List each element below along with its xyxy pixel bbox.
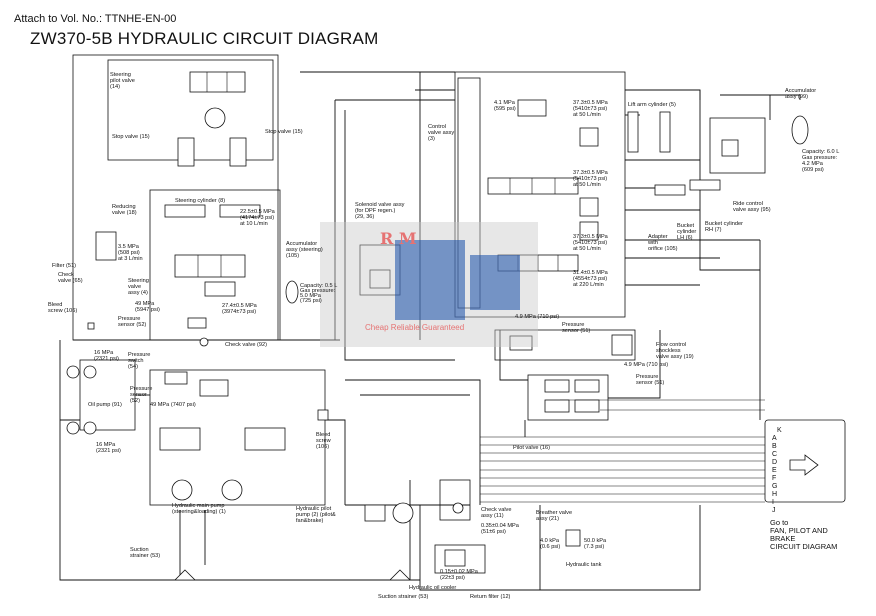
connector-letter: F xyxy=(772,475,776,482)
svg-text:Solenoid valve assy(for DPF re: Solenoid valve assy(for DPF regen.)(29, … xyxy=(355,202,405,220)
connector-letter: C xyxy=(772,451,777,458)
svg-text:Hydraulic main pump(steering&l: Hydraulic main pump(steering&loading) (1… xyxy=(172,503,226,515)
svg-text:4.0 kPa(0.6 psi): 4.0 kPa(0.6 psi) xyxy=(540,538,560,550)
svg-text:Check valve (92): Check valve (92) xyxy=(225,342,267,348)
svg-text:Stop valve (15): Stop valve (15) xyxy=(112,134,150,140)
svg-text:Hydraulic oil cooler: Hydraulic oil cooler xyxy=(409,585,456,591)
svg-text:3.5 MPa(508 psi)at 3 L/min: 3.5 MPa(508 psi)at 3 L/min xyxy=(118,244,143,262)
svg-text:27.4±0.5 MPa(3974±73 psi): 27.4±0.5 MPa(3974±73 psi) xyxy=(222,303,258,315)
svg-text:37.3±0.5 MPa(5410±73 psi)at 50: 37.3±0.5 MPa(5410±73 psi)at 50 L/min xyxy=(573,170,609,188)
svg-text:22.5±0.5 MPa(4174±73 psi)at 10: 22.5±0.5 MPa(4174±73 psi)at 10 L/min xyxy=(240,209,276,227)
watermark-letters: R M xyxy=(380,229,417,248)
svg-text:4.1 MPa(595 psi): 4.1 MPa(595 psi) xyxy=(494,100,516,112)
connector-letter: G xyxy=(772,483,777,490)
svg-text:Filter (51): Filter (51) xyxy=(52,263,76,269)
connector-letter: H xyxy=(772,491,777,498)
connector-letter: A xyxy=(772,435,777,442)
svg-text:0.35±0.04 MPa(51±6 psi): 0.35±0.04 MPa(51±6 psi) xyxy=(481,523,520,535)
svg-text:Lift arm cylinder (5): Lift arm cylinder (5) xyxy=(628,102,676,108)
connector-letter: I xyxy=(772,499,774,506)
connector-letter: B xyxy=(772,443,777,450)
svg-text:Hydraulic tank: Hydraulic tank xyxy=(566,562,602,568)
circuit-lines xyxy=(59,54,801,591)
svg-text:16 MPa(2321 psi): 16 MPa(2321 psi) xyxy=(96,442,121,454)
watermark-tagline: Cheap Reliable Guaranteed xyxy=(365,323,464,332)
watermark: R M Cheap Reliable Guaranteed xyxy=(320,222,538,347)
svg-text:37.3±0.5 MPa(5410±73 psi)at 50: 37.3±0.5 MPa(5410±73 psi)at 50 L/min xyxy=(573,234,609,252)
svg-text:Steering cylinder (8): Steering cylinder (8) xyxy=(175,198,225,204)
valve-symbols xyxy=(66,71,809,581)
svg-text:Oil pump (91): Oil pump (91) xyxy=(88,402,122,408)
svg-text:0.15±0.02 MPa(22±3 psi): 0.15±0.02 MPa(22±3 psi) xyxy=(440,569,479,581)
svg-text:37.3±0.5 MPa(5410±73 psi)at 50: 37.3±0.5 MPa(5410±73 psi)at 50 L/min xyxy=(573,100,609,118)
diagram-title: ZW370-5B HYDRAULIC CIRCUIT DIAGRAM xyxy=(30,29,379,48)
connector-letter: K xyxy=(777,427,782,434)
svg-text:Pilot valve (16): Pilot valve (16) xyxy=(513,445,550,451)
connector-letter: E xyxy=(772,467,777,474)
svg-text:16 MPa(2321 psi): 16 MPa(2321 psi) xyxy=(94,350,119,362)
svg-text:Suction strainer (53): Suction strainer (53) xyxy=(378,594,429,600)
svg-text:4.9 MPa (710 psi): 4.9 MPa (710 psi) xyxy=(624,362,668,368)
svg-text:Stop valve (15): Stop valve (15) xyxy=(265,129,303,135)
svg-text:Return filter (12): Return filter (12) xyxy=(470,594,511,600)
svg-text:50.0 kPa(7.3 psi): 50.0 kPa(7.3 psi) xyxy=(584,538,607,550)
svg-text:49 MPa(5947 psi): 49 MPa(5947 psi) xyxy=(135,301,160,313)
svg-text:4.9 MPa (710 psi): 4.9 MPa (710 psi) xyxy=(515,314,559,320)
connector-letter: D xyxy=(772,459,777,466)
svg-text:49 MPa (7407 psi): 49 MPa (7407 psi) xyxy=(150,402,196,408)
svg-text:31.4±0.5 MPa(4554±73 psi)at 22: 31.4±0.5 MPa(4554±73 psi)at 220 L/min xyxy=(573,270,609,288)
connector-letter: J xyxy=(772,507,776,514)
arrow-right-icon xyxy=(789,454,819,476)
attach-volume-note: Attach to Vol. No.: TTNHE-EN-00 xyxy=(14,13,177,25)
